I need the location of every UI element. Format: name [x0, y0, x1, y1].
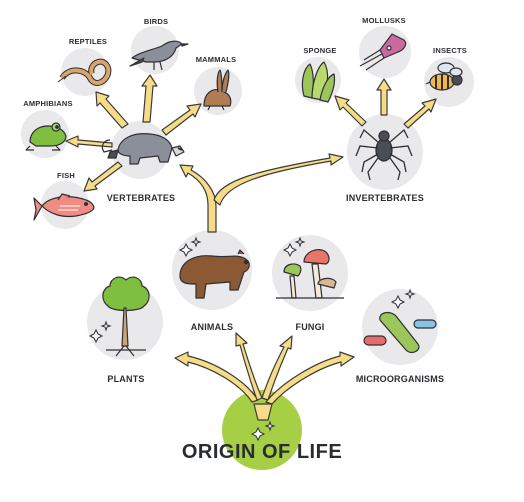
arrow-to-invertebrates: [213, 153, 344, 206]
snake-icon: [57, 58, 112, 86]
arrow-to-plants: [174, 351, 259, 403]
fish-icon: [33, 193, 95, 221]
origin-circle: [222, 390, 302, 470]
bee-icon: [425, 62, 463, 91]
squid-icon: [359, 33, 407, 71]
label-amphibians: AMPHIBIANS: [23, 99, 73, 108]
sponge-icon: [301, 61, 336, 103]
label-sponge: SPONGE: [303, 46, 336, 55]
labels: REPTILES BIRDS MAMMALS AMPHIBIANS FISH V…: [23, 16, 467, 463]
label-mollusks: MOLLUSKS: [362, 16, 406, 25]
mushroom-icon: [276, 249, 344, 299]
arrow-to-amphibians: [65, 135, 113, 148]
bird-icon: [129, 40, 189, 71]
arrow-to-mollusks: [376, 78, 392, 116]
label-fungi: FUNGI: [296, 322, 325, 332]
label-plants: PLANTS: [107, 374, 144, 384]
arrow-to-mammals: [161, 103, 202, 136]
label-reptiles: REPTILES: [69, 37, 107, 46]
label-mammals: MAMMALS: [196, 55, 237, 64]
arrows: [65, 74, 437, 421]
page-title: ORIGIN OF LIFE: [182, 441, 342, 463]
arrow-to-insects: [403, 98, 437, 129]
label-animals: ANIMALS: [191, 322, 233, 332]
rabbit-icon: [203, 69, 232, 111]
arrow-to-microorganisms: [265, 351, 355, 405]
bear-icon: [179, 249, 250, 299]
fungi-circle: [272, 235, 348, 311]
tree-icon: [102, 276, 150, 357]
arrow-to-fungi: [261, 335, 293, 401]
spider-icon: [355, 128, 413, 181]
arrow-trunk: [253, 403, 273, 421]
arrow-to-animals: [235, 332, 263, 401]
background-circles: [21, 26, 474, 470]
raccoon-icon: [101, 133, 185, 165]
label-insects: INSECTS: [433, 46, 467, 55]
label-microorganisms: MICROORGANISMS: [356, 374, 444, 384]
arrow-to-sponge: [334, 95, 367, 127]
label-birds: BIRDS: [144, 17, 168, 26]
arrow-to-fish: [83, 161, 123, 192]
arrow-animals-trunk: [179, 164, 217, 233]
label-vertebrates: VERTEBRATES: [107, 193, 176, 203]
sparkle-icons: [88, 236, 416, 442]
label-fish: FISH: [57, 171, 75, 180]
arrow-to-birds: [141, 74, 158, 123]
arrow-to-reptiles: [95, 91, 129, 129]
frog-icon: [25, 122, 67, 151]
label-invertebrates: INVERTEBRATES: [346, 193, 424, 203]
bacteria-icon: [363, 311, 437, 354]
